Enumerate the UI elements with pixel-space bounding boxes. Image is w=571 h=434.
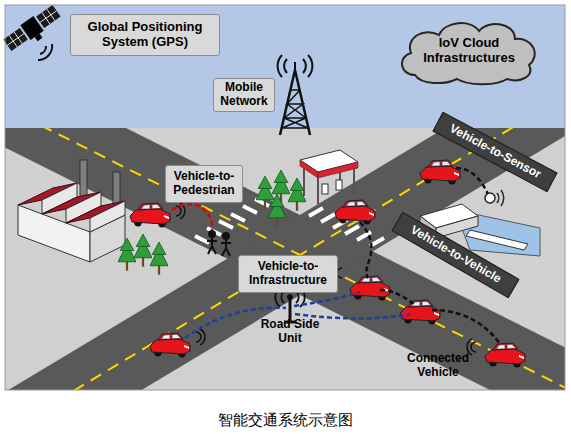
car [335, 200, 375, 225]
crosswalk [345, 226, 359, 234]
wireless-link [380, 290, 414, 304]
satellite-icon [35, 34, 43, 42]
label-box: Global Positioning System (GPS) [70, 14, 220, 56]
node-text: IoV Cloud Infrastructures [413, 36, 525, 66]
node-text: Global Positioning System (GPS) [75, 20, 215, 50]
label-box: Vehicle-to-Infrastructure [238, 255, 338, 293]
cell-tower [278, 55, 313, 135]
car [350, 276, 390, 301]
gas-station [300, 150, 358, 204]
car [130, 203, 170, 228]
crosswalk [195, 236, 209, 243]
label-box: Vehicle-to-Pedestrian [165, 165, 243, 203]
road [5, 128, 565, 390]
cloud-outline [402, 23, 535, 84]
pedestrian [223, 233, 229, 239]
rsu-antenna [288, 295, 293, 300]
crosswalk [231, 214, 245, 221]
tree [268, 194, 286, 227]
satellite-icon [38, 44, 52, 60]
callout-label: Connected Vehicle [398, 352, 478, 380]
gas-station [322, 184, 328, 194]
pedestrian [207, 237, 217, 254]
wireless-link [172, 204, 212, 230]
satellite-icon [2, 3, 64, 60]
gas-station [318, 162, 358, 178]
car [150, 333, 190, 358]
crosswalk [243, 206, 257, 213]
cell-tower [294, 62, 296, 70]
factory [90, 201, 125, 232]
cell-tower [278, 55, 313, 77]
crosswalk [309, 208, 323, 216]
wireless-link [432, 310, 500, 344]
road [5, 128, 565, 388]
crosswalk [195, 199, 384, 246]
gas-station [336, 180, 342, 190]
tree [134, 234, 152, 267]
crosswalk [219, 221, 233, 228]
cell-tower [282, 90, 308, 128]
car [400, 300, 440, 325]
wireless-signal [176, 203, 476, 355]
link-band: Vehicle-to-Vehicle [392, 212, 520, 299]
car [420, 160, 460, 185]
gas-station [300, 160, 318, 178]
label-box: Mobile Network [213, 78, 275, 112]
sensor-site [485, 193, 495, 203]
pedestrian [207, 231, 231, 256]
tree [150, 242, 168, 275]
callout-label: Road Side Unit [255, 318, 325, 346]
tree [118, 238, 136, 271]
car [130, 160, 525, 368]
figure-caption: 智能交通系统示意图 [0, 411, 571, 430]
road [5, 128, 565, 390]
wireless-link [360, 222, 371, 278]
node-text: Vehicle-to-Infrastructure [243, 260, 333, 288]
pedestrian [209, 231, 215, 237]
pedestrian [221, 239, 231, 256]
node-text: Vehicle-to-Pedestrian [170, 170, 238, 198]
sensor-site [497, 190, 504, 206]
car [485, 343, 525, 368]
cloud-shape: IoV Cloud Infrastructures [395, 15, 543, 87]
node-text: Vehicle-to-Vehicle [408, 224, 503, 287]
tree [288, 178, 306, 211]
link-band: Vehicle-to-Sensor [432, 112, 557, 192]
frame-border [5, 5, 565, 390]
wireless-link [456, 168, 488, 194]
crosswalk [321, 214, 335, 222]
satellite-icon [2, 3, 64, 56]
factory [18, 160, 125, 262]
sensor-site [466, 230, 528, 250]
wireless-link [294, 292, 360, 306]
wireless-signal [196, 329, 205, 345]
road [5, 128, 565, 390]
node-text: Mobile Network [218, 81, 270, 109]
cell-tower [280, 70, 310, 135]
node-text: Vehicle-to-Sensor [447, 122, 543, 182]
